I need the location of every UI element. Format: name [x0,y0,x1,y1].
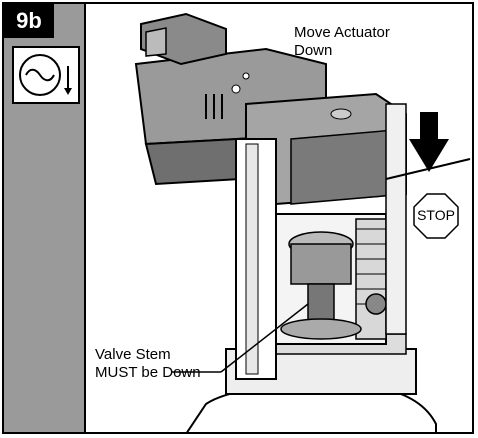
instruction-line1: Move Actuator [294,24,390,41]
instruction-panel: 9b [2,2,474,434]
stop-sign-icon [413,193,459,239]
down-arrow-icon [409,112,449,172]
valve-rotate-down-icon [12,46,80,104]
sidebar: 9b [4,4,86,432]
callout-line2: MUST be Down [95,364,201,381]
actuator-illustration [134,12,471,432]
callout-line1: Valve Stem [95,346,171,363]
stop-label: STOP [417,207,455,223]
step-number-badge: 9b [4,4,54,38]
instruction-line2: Down [294,42,333,59]
